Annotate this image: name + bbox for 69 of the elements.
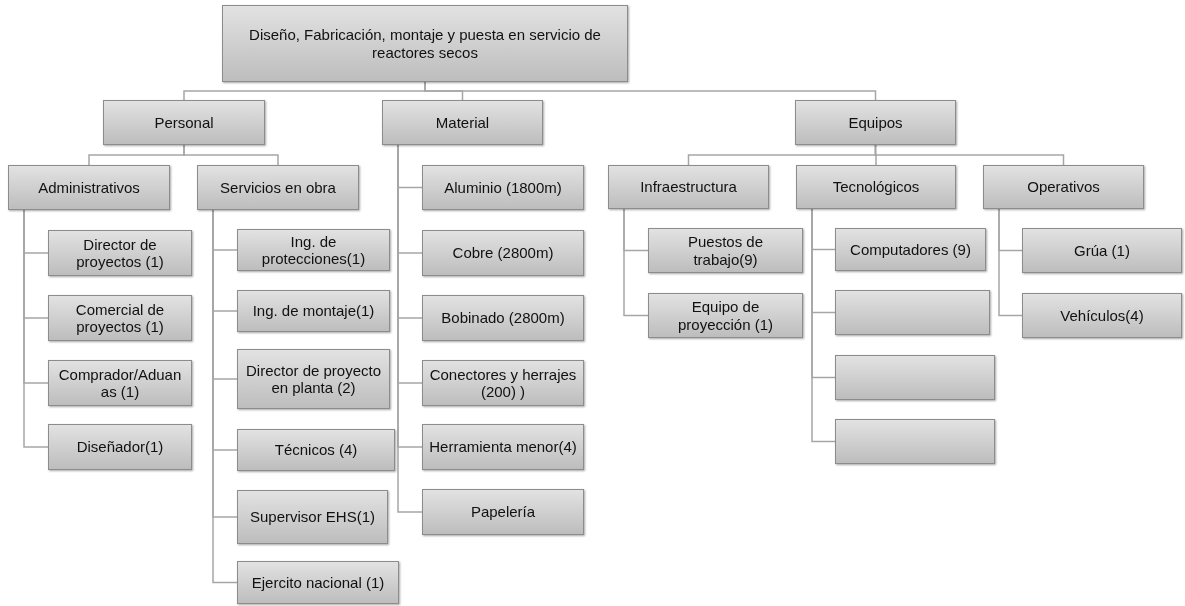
box-label: Ing. de montaje(1) [252,302,375,320]
org-box [48,360,192,406]
box-label: Computadores (9) [850,240,971,259]
box-label: Equipo de proyección (1) [676,298,774,333]
org-box [8,165,170,210]
org-box [422,360,584,406]
org-box [648,228,803,273]
box-label: Papelería [470,503,536,521]
empty-box [835,290,990,335]
org-box [422,489,584,535]
org-box [237,561,399,604]
org-box [795,100,956,145]
org-box [422,165,584,210]
box-label: Personal [154,113,214,132]
box-label: Bobinado (2800m) [441,309,565,327]
org-box [382,100,543,145]
org-box [983,165,1144,209]
box-label: Director de proyecto en planta (2) [244,361,383,397]
box-label: Diseño, Fabricación, montaje y puesta en servicio de reactores secos [248,26,602,61]
org-box [835,228,986,271]
connector-line [811,208,836,443]
org-box [422,424,584,470]
box-label: Servicios en obra [220,178,336,197]
org-box [1022,293,1182,338]
org-box [237,429,395,471]
box-label: Cobre (2800m) [452,244,554,262]
org-box [237,490,388,544]
org-box [237,349,390,409]
box-label: Infraestructura [640,178,737,196]
empty-box [835,419,995,464]
box-label: Administrativos [38,178,140,197]
org-box [422,230,584,276]
org-box [48,295,192,341]
empty-box [835,355,995,400]
connector-line [23,209,49,448]
box-label: Director de proyectos (1) [75,235,165,271]
box-label: Material [435,113,490,132]
org-box [237,229,390,271]
org-box [222,5,628,82]
box-label: Vehículos(4) [1060,306,1144,325]
box-label: Aluminio (1800m) [444,178,562,197]
connector-line [874,144,1065,166]
box-label: Ing. de protecciones(1) [260,232,367,268]
box-label: Conectores y herrajes (200) ) [429,365,577,401]
org-box [197,165,359,210]
org-box [648,293,803,338]
box-label: Supervisor EHS(1) [249,508,375,526]
org-box [48,424,192,470]
org-box [237,290,390,332]
org-box [48,230,192,276]
box-label: Herramienta menor(4) [429,438,577,456]
connector-line [183,144,279,166]
connector-line [623,208,649,317]
org-box [608,165,769,209]
connector-line [998,208,1023,317]
box-label: Diseñador(1) [76,438,164,456]
box-label: Tecnológicos [832,178,920,196]
box-label: Grúa (1) [1074,241,1130,260]
box-label: Puestos de trabajo(9) [686,233,765,268]
org-box [796,165,956,209]
org-box [103,100,265,145]
org-box [422,295,584,341]
org-box [1022,228,1182,273]
box-label: Comprador/Aduanas (1) [57,365,183,401]
box-label: Operativos [1027,178,1100,196]
box-label: Ejercito nacional (1) [251,573,385,592]
box-label: Técnicos (4) [274,441,358,459]
box-label: Comercial de proyectos (1) [74,300,166,336]
box-label: Equipos [848,113,903,132]
